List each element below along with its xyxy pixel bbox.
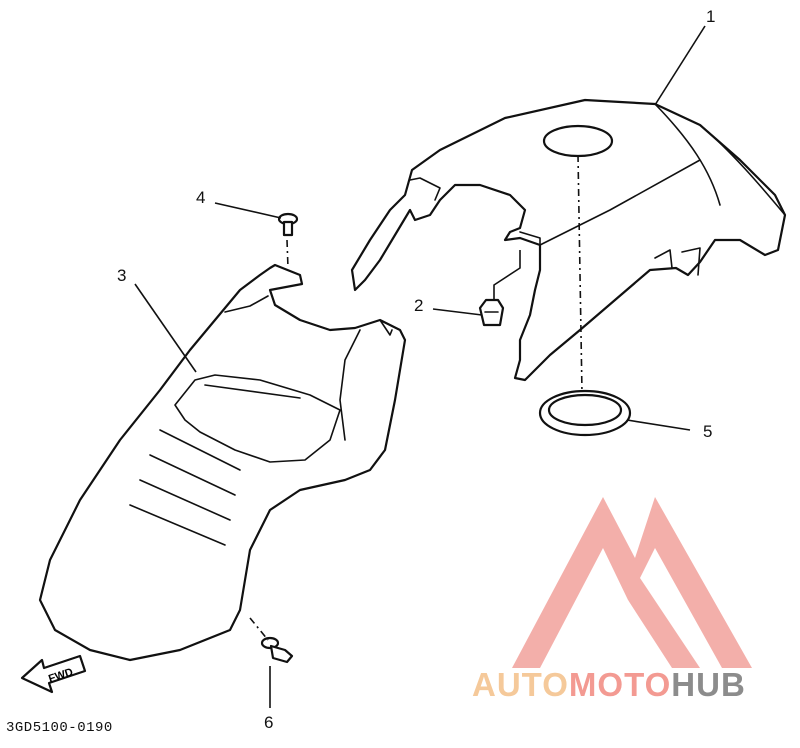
grommet-5 xyxy=(538,389,632,437)
fwd-arrow-icon: FWD xyxy=(20,654,87,694)
callout-5: 5 xyxy=(703,422,713,441)
fuel-tank-cover xyxy=(350,98,787,382)
seat-cowl xyxy=(38,263,407,662)
callout-1: 1 xyxy=(706,7,716,26)
callout-4: 4 xyxy=(196,188,206,207)
watermark-hub: HUB xyxy=(671,666,746,703)
watermark-auto: AUTO xyxy=(472,666,569,703)
leader-lines xyxy=(134,25,706,708)
bolt-6 xyxy=(260,636,294,664)
callout-3: 3 xyxy=(117,266,127,285)
nut-2 xyxy=(478,298,505,327)
watermark-moto: MOTO xyxy=(568,666,672,703)
callout-6: 6 xyxy=(264,713,274,732)
diagram-code: 3GD5100-0190 xyxy=(6,720,113,736)
callout-2: 2 xyxy=(414,296,424,315)
watermark-logo xyxy=(512,497,752,668)
watermark-text: AUTOMOTOHUB xyxy=(472,666,746,704)
screw-4 xyxy=(277,212,299,237)
